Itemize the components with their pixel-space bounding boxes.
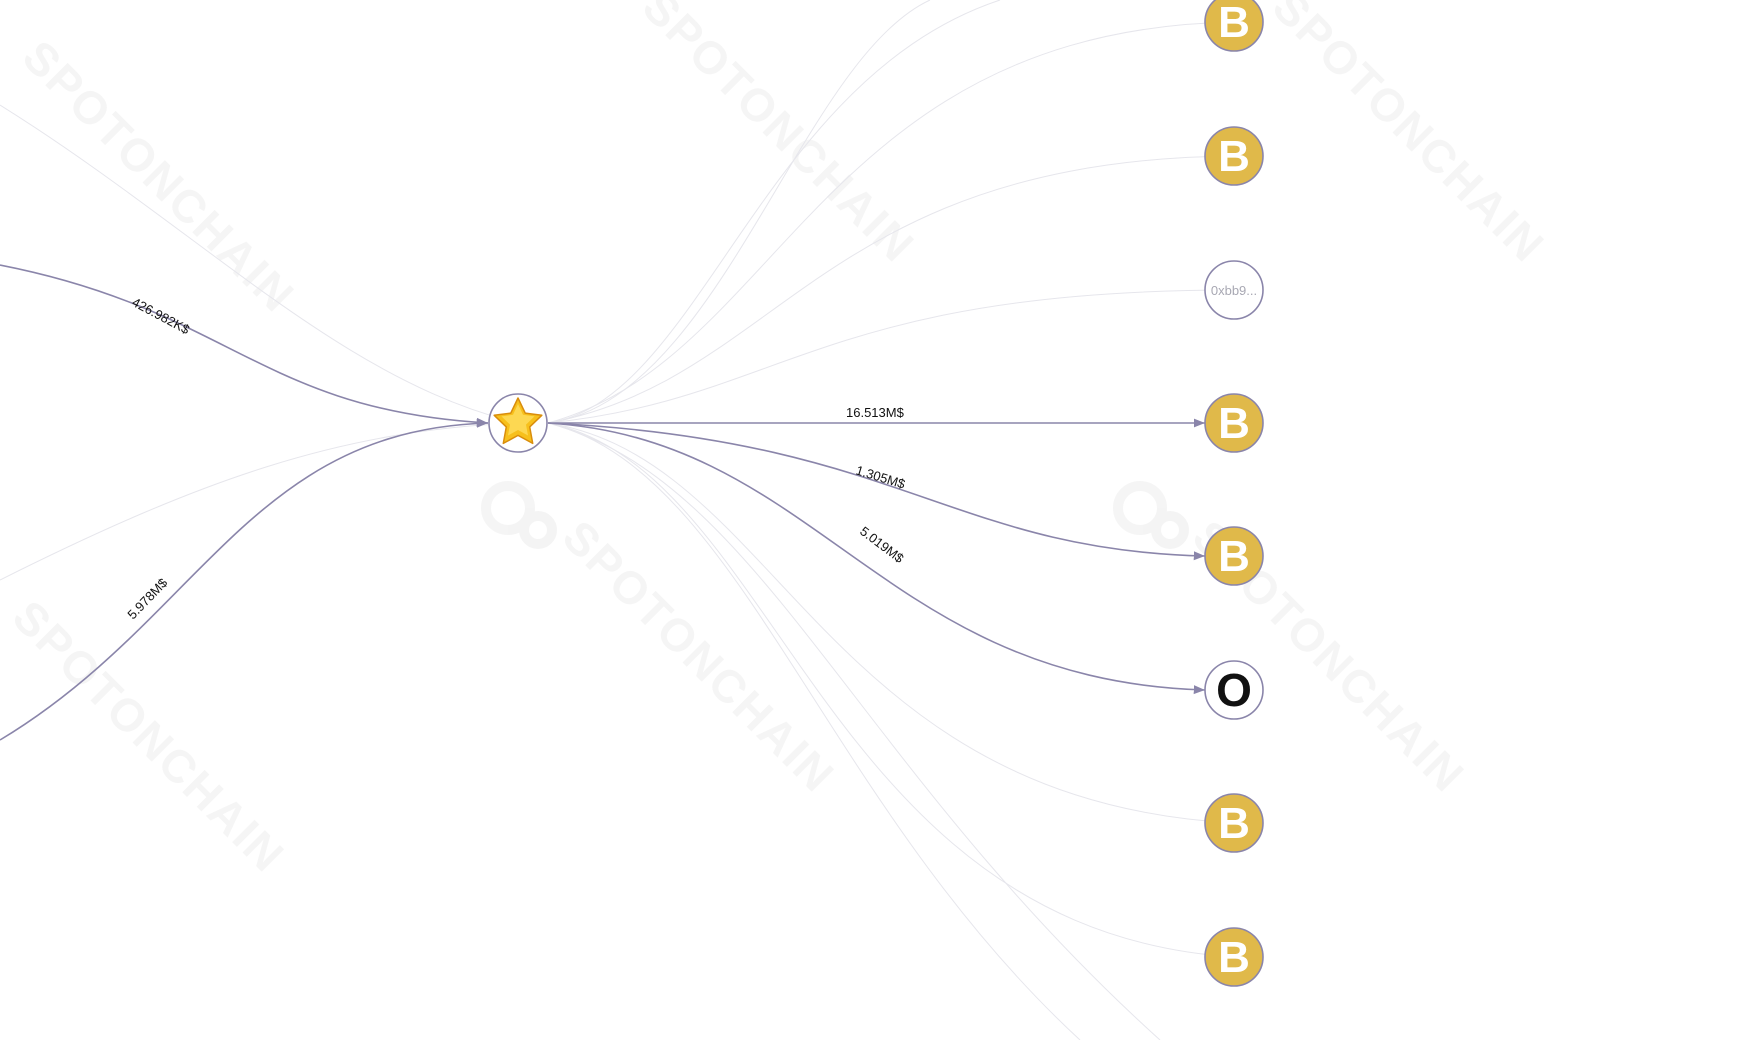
watermark-logo-icon xyxy=(1113,481,1189,549)
binance-node[interactable]: B xyxy=(1204,393,1264,453)
watermark-text: SPOTONCHAIN xyxy=(553,510,845,802)
binance-icon: B xyxy=(1218,399,1250,448)
right-nodes: B B 0xbb9... B B O B B xyxy=(1204,0,1264,987)
faint-edge xyxy=(547,422,1081,1040)
edge-label-in-top: 426.982K$ xyxy=(130,294,193,337)
edge-in-bottom[interactable] xyxy=(0,418,489,741)
faint-edge xyxy=(547,0,1001,424)
okx-icon: O xyxy=(1216,664,1252,716)
faint-edge xyxy=(547,155,1235,424)
star-icon xyxy=(493,397,543,445)
binance-icon: B xyxy=(1218,799,1250,848)
edge-in-top[interactable] xyxy=(0,264,489,427)
address-node[interactable]: 0xbb9... xyxy=(1204,260,1264,320)
binance-node[interactable]: B xyxy=(1204,126,1264,186)
watermark-text: SPOTONCHAIN xyxy=(1263,0,1555,272)
binance-icon: B xyxy=(1218,0,1250,47)
binance-node[interactable]: B xyxy=(1204,526,1264,586)
edge-out-2[interactable] xyxy=(547,422,1206,561)
center-node[interactable] xyxy=(488,393,548,453)
faint-edge xyxy=(0,104,519,424)
edge-label-out-3: 5.019M$ xyxy=(857,523,907,566)
address-label: 0xbb9... xyxy=(1211,283,1257,298)
watermark-text: SPOTONCHAIN xyxy=(633,0,925,272)
edge-labels: 426.982K$ 5.978M$ 16.513M$ 1.305M$ 5.019… xyxy=(124,294,907,622)
edge-out-3[interactable] xyxy=(547,422,1206,695)
watermark-text: SPOTONCHAIN xyxy=(3,590,295,882)
binance-icon: B xyxy=(1218,532,1250,581)
edge-label-out-2: 1.305M$ xyxy=(854,463,908,492)
faint-edge xyxy=(0,422,519,581)
faint-edge xyxy=(547,289,1235,424)
binance-icon: B xyxy=(1218,933,1250,982)
faint-edge xyxy=(547,422,1161,1040)
binance-icon: B xyxy=(1218,132,1250,181)
watermark-logo-icon xyxy=(481,481,557,549)
edge-label-in-bottom: 5.978M$ xyxy=(124,575,170,622)
edge-label-out-1: 16.513M$ xyxy=(846,405,905,420)
faint-edge xyxy=(547,422,1235,824)
okx-node[interactable]: O xyxy=(1204,660,1264,720)
faint-edge xyxy=(547,21,1235,424)
faint-edge xyxy=(547,422,1235,958)
watermark-layer: SPOTONCHAIN SPOTONCHAIN SPOTONCHAIN SPOT… xyxy=(3,0,1555,882)
faint-edges xyxy=(0,0,1235,1040)
main-edges xyxy=(0,264,1206,741)
binance-node[interactable]: B xyxy=(1204,793,1264,853)
faint-edge xyxy=(547,0,931,424)
binance-node[interactable]: B xyxy=(1204,0,1264,52)
binance-node[interactable]: B xyxy=(1204,927,1264,987)
